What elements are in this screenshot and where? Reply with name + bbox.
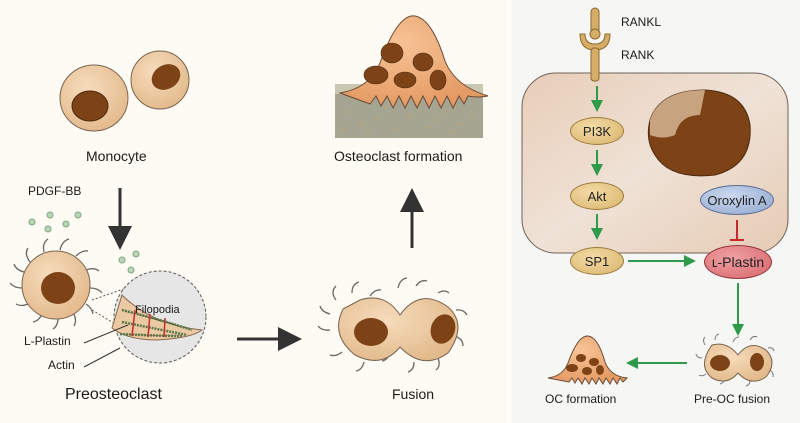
pre-oc-fusion-label: Pre-OC fusion [694,392,771,406]
oroxylin-a-node: Oroxylin A [700,185,774,215]
monocyte-label: Monocyte [86,148,147,164]
pi3k-node: PI3K [570,117,624,145]
preosteoclast-label: Preosteoclast [65,386,162,403]
activation-arrows [591,86,744,369]
nucleus [647,89,751,177]
l-plastin-label: L-Plastin [24,334,71,348]
rankl-label: RANKL [621,15,662,29]
osteoclast-on-bone [335,15,489,138]
fusion-label: Fusion [392,386,435,402]
inhibition-arrow [730,220,744,241]
preosteoclast-cell [9,238,103,330]
fusion-cell [317,277,468,373]
filopodia-inset [83,270,207,368]
monocyte-cell-1 [59,64,129,132]
osteoclast-formation-label: Osteoclast formation [334,148,463,164]
pdgf-bb-label: PDGF-BB [28,184,82,198]
pdgf-bb-particles [28,211,140,274]
pre-oc-fusion-icon [695,333,775,387]
rank-receptor-icon [579,7,611,82]
oc-formation-icon [547,335,629,385]
sp1-node: SP1 [570,247,624,275]
oc-formation-label: OC formation [545,392,617,406]
cell-compartment [521,72,789,254]
actin-label: Actin [48,358,75,372]
filopodia-label: Filopodia [135,304,180,316]
monocyte-cell-2 [130,50,190,110]
l-plastin-node: ʟ-Plastin [704,245,772,279]
akt-node: Akt [570,182,624,210]
rank-label: RANK [621,48,655,62]
